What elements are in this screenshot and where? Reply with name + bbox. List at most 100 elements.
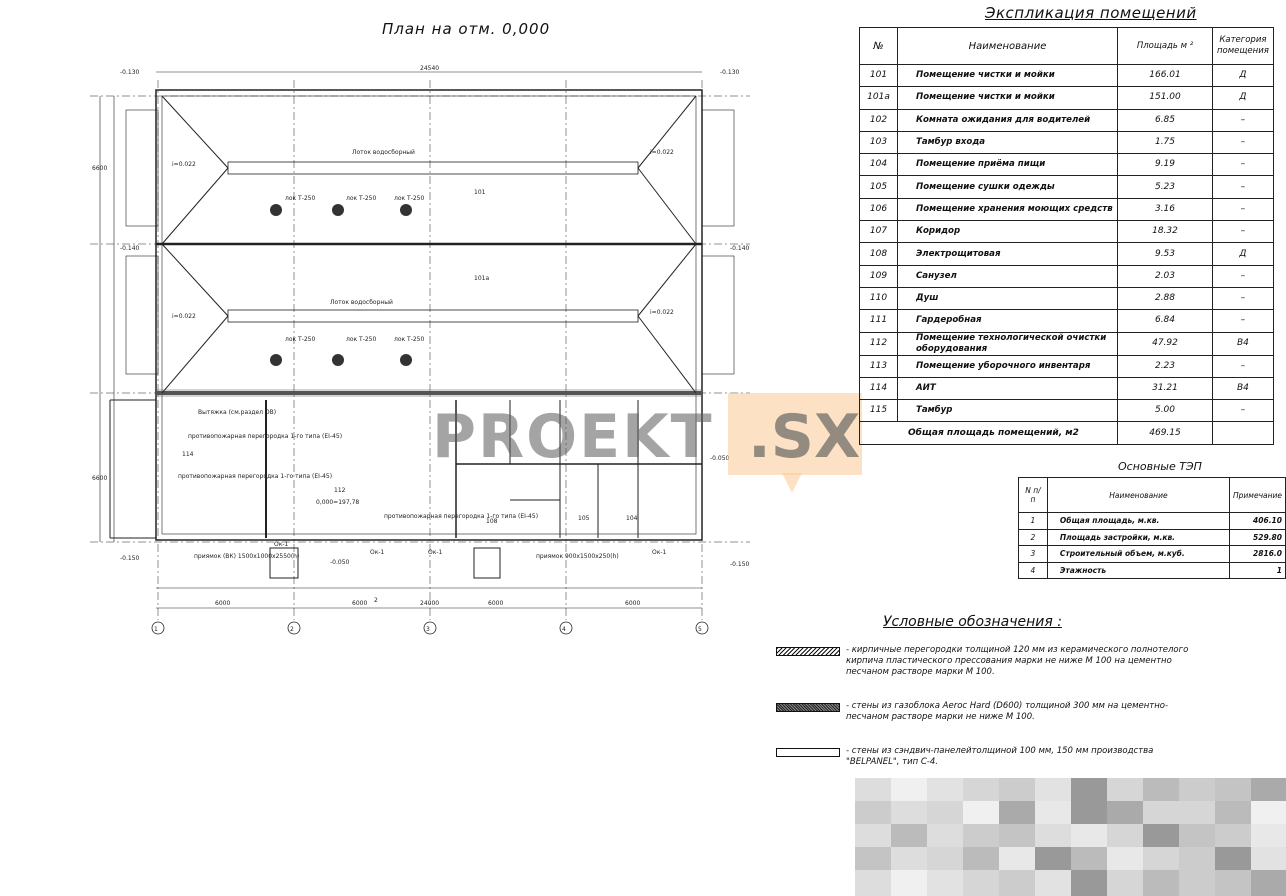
pixel-block — [999, 870, 1035, 896]
tep-cell-name: Этажность — [1046, 561, 1231, 579]
pixel-block — [1035, 847, 1071, 873]
label-exhaust: Вытяжка (см.раздел ОВ) — [198, 409, 276, 416]
explication-cell-cat: В4 — [1212, 376, 1274, 401]
explication-cell-cat: – — [1212, 309, 1274, 333]
explication-cell-area: 6.85 — [1117, 108, 1213, 132]
explication-cell-num: 111 — [859, 309, 898, 333]
explication-cell-name: Помещение приёма пищи — [897, 153, 1118, 177]
legend-swatch-sandwich — [776, 748, 840, 757]
pixel-block — [927, 847, 963, 873]
label-slope-4: i=0.022 — [650, 309, 674, 316]
explication-cell-cat: – — [1212, 108, 1274, 132]
pixel-block — [927, 870, 963, 896]
pixel-block — [891, 824, 927, 850]
explication-cell-cat: Д — [1212, 86, 1274, 110]
explication-cell-name: Помещение технологической очистки оборуд… — [897, 331, 1118, 356]
col-name: Наименование — [897, 27, 1118, 65]
level-bl: -0.150 — [120, 555, 140, 562]
pixel-block — [855, 847, 891, 873]
tep-cell-name: Строительный объем, м.куб. — [1046, 545, 1231, 563]
explication-cell-cat: – — [1212, 153, 1274, 177]
label-firewall-3: противопожарная перегородка 1-го типа (E… — [384, 513, 538, 520]
tep-cell-num: 2 — [1018, 528, 1048, 546]
bay-dim-1: 6000 — [215, 600, 230, 607]
pixel-block — [1107, 870, 1143, 896]
explication-cell-area: 2.88 — [1117, 286, 1213, 311]
watermark-bubble — [728, 393, 862, 475]
tep-cell-value: 1 — [1229, 561, 1286, 579]
level-mr: -0.140 — [730, 245, 750, 252]
watermark-text: PROEKT — [432, 402, 714, 472]
axis-3: 3 — [426, 626, 430, 633]
explication-cell-cat: – — [1212, 264, 1274, 288]
explication-cell-cat: – — [1212, 220, 1274, 244]
explication-header-row: № Наименование Площадь м ² Категория пом… — [859, 27, 1274, 65]
explication-total-empty — [1212, 421, 1274, 445]
explication-cell-cat: – — [1212, 399, 1274, 423]
pixel-block — [1215, 847, 1251, 873]
pixel-block — [1251, 870, 1286, 896]
pixel-block — [1179, 824, 1215, 850]
pixel-block — [927, 801, 963, 827]
label-channel-1: Лоток водосборный — [352, 149, 415, 156]
pixel-block — [1143, 778, 1179, 804]
explication-cell-num: 104 — [859, 153, 898, 177]
pixel-block — [1107, 801, 1143, 827]
label-slope-3: i=0.022 — [172, 313, 196, 320]
label-window-3: Ок-1 — [428, 549, 443, 556]
legend-swatch-brick — [776, 647, 840, 656]
tep-col-name: Наименование — [1046, 477, 1231, 513]
level-tl: -0.130 — [120, 69, 140, 76]
pixel-block — [1035, 870, 1071, 896]
pixel-block — [891, 801, 927, 827]
pixel-block — [1107, 778, 1143, 804]
pixel-block — [1143, 801, 1179, 827]
pixel-block — [1071, 847, 1107, 873]
tep-header-row: N п/ п Наименование Примечание — [1018, 477, 1286, 513]
legend-item-gasblock: - стены из газоблока Aeroc Hard (D600) т… — [846, 701, 1169, 722]
explication-cell-area: 151.00 — [1117, 86, 1213, 110]
explication-cell-area: 166.01 — [1117, 63, 1213, 88]
bay-dim-3: 6000 — [488, 600, 503, 607]
label-slope-1: i=0.022 — [172, 161, 196, 168]
pixel-block — [1251, 801, 1286, 827]
pixel-block — [1035, 801, 1071, 827]
explication-cell-name: Душ — [897, 286, 1118, 311]
room-tag-101a: 101a — [474, 275, 489, 282]
legend-item-sandwich: - стены из сэндвич-панелейтолщиной 100 м… — [846, 746, 1154, 767]
explication-cell-num: 102 — [859, 108, 898, 132]
explication-cell-cat: – — [1212, 130, 1274, 155]
room-tag-104: 104 — [626, 515, 638, 522]
tep-col-num: N п/ п — [1018, 477, 1048, 513]
tep-cell-name: Площадь застройки, м.кв. — [1046, 528, 1231, 546]
room-tag-105: 105 — [578, 515, 590, 522]
explication-cell-cat: – — [1212, 354, 1274, 378]
legend-title: Условные обозначения : — [883, 614, 1062, 630]
label-well-6: лок Т-250 — [394, 336, 425, 343]
tep-title: Основные ТЭП — [1118, 460, 1202, 473]
watermark-bubble-tail — [782, 473, 802, 493]
bay-dim-4: 6000 — [625, 600, 640, 607]
explication-cell-name: Помещение хранения моющих средств — [897, 197, 1118, 222]
pixel-block — [1143, 824, 1179, 850]
bay-dim-2: 6000 — [352, 600, 367, 607]
explication-total-label: Общая площадь помещений, м2 — [859, 421, 1118, 445]
explication-cell-name: Помещение уборочного инвентаря — [897, 354, 1118, 378]
level-b1: -0.050 — [330, 559, 350, 566]
label-well-2: лок Т-250 — [346, 195, 377, 202]
label-well-4: лок Т-250 — [285, 336, 316, 343]
pixel-block — [999, 801, 1035, 827]
pixel-block — [1251, 847, 1286, 873]
explication-cell-area: 1.75 — [1117, 130, 1213, 155]
col-area: Площадь м ² — [1117, 27, 1213, 65]
